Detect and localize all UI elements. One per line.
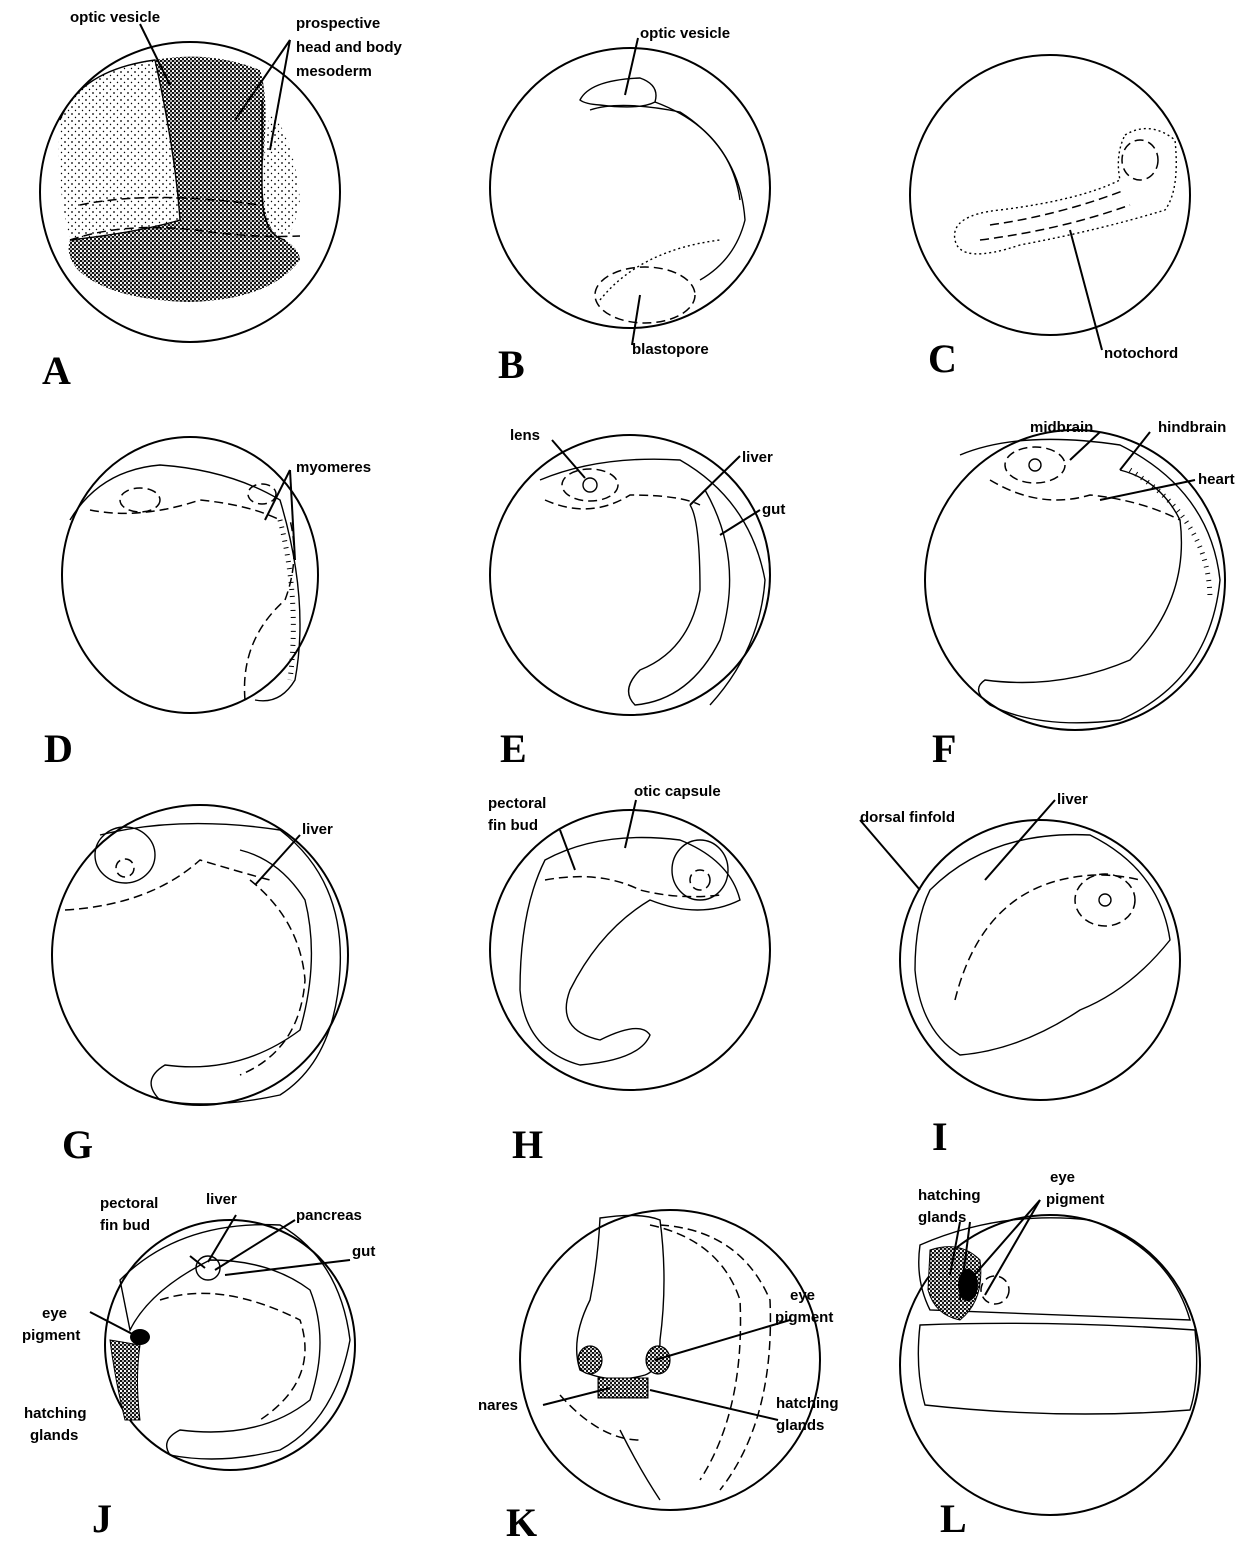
label-pectoral-fin-bud-j: pectoral fin bud [100, 1195, 163, 1234]
panel-k: eye pigment nares hatching glands K [478, 1210, 843, 1545]
panel-h: pectoral fin bud otic capsule H [488, 783, 770, 1167]
label-nares: nares [478, 1397, 518, 1414]
panel-letter-b: B [498, 342, 525, 387]
panel-b: optic vesicle blastopore B [490, 25, 770, 387]
panel-e: lens liver gut E [490, 427, 785, 771]
panel-d: myomeres D [44, 437, 371, 771]
label-myomeres: myomeres [296, 459, 371, 476]
label-liver-i: liver [1057, 791, 1088, 808]
label-lens: lens [510, 427, 540, 444]
label-blastopore: blastopore [632, 341, 709, 358]
label-dorsal-finfold: dorsal finfold [860, 809, 955, 826]
panel-i: dorsal finfold liver I [860, 791, 1180, 1159]
panel-j: pectoral fin bud liver pancreas gut eye … [22, 1191, 375, 1541]
label-hindbrain: hindbrain [1158, 419, 1226, 436]
label-otic-capsule: otic capsule [634, 783, 721, 800]
panel-a: optic vesicle prospective head and body … [40, 9, 406, 393]
panel-letter-k: K [506, 1500, 537, 1545]
label-prospective-mesoderm: prospective head and body mesoderm [296, 15, 406, 80]
label-gut-j: gut [352, 1243, 375, 1260]
panel-letter-a: A [42, 348, 71, 393]
label-optic-vesicle-b: optic vesicle [640, 25, 730, 42]
label-eye-pigment-l: eye pigment [1046, 1169, 1104, 1208]
panel-letter-h: H [512, 1122, 543, 1167]
label-hatching-glands-j: hatching glands [24, 1405, 91, 1444]
panel-letter-l: L [940, 1496, 967, 1541]
panel-letter-e: E [500, 726, 527, 771]
panel-letter-d: D [44, 726, 73, 771]
label-liver-j: liver [206, 1191, 237, 1208]
panel-letter-c: C [928, 336, 957, 381]
label-liver-g: liver [302, 821, 333, 838]
label-pancreas: pancreas [296, 1207, 362, 1224]
panel-f: midbrain hindbrain heart F [925, 419, 1235, 771]
panel-letter-g: G [62, 1122, 93, 1167]
label-liver-e: liver [742, 449, 773, 466]
panel-l: hatching glands eye pigment L [900, 1169, 1200, 1541]
panel-letter-j: J [92, 1496, 112, 1541]
label-midbrain: midbrain [1030, 419, 1093, 436]
label-gut-e: gut [762, 501, 785, 518]
label-notochord: notochord [1104, 345, 1178, 362]
label-pectoral-fin-bud-h: pectoral fin bud [488, 795, 551, 834]
panel-c: notochord C [910, 55, 1190, 381]
panel-letter-f: F [932, 726, 956, 771]
label-eye-pigment-k: eye pigment [775, 1287, 833, 1326]
panel-letter-i: I [932, 1114, 948, 1159]
label-hatching-glands-l: hatching glands [918, 1187, 985, 1226]
label-optic-vesicle-a: optic vesicle [70, 9, 160, 26]
panel-g: liver G [52, 805, 348, 1167]
label-eye-pigment-j: eye pigment [22, 1305, 80, 1344]
label-heart: heart [1198, 471, 1235, 488]
